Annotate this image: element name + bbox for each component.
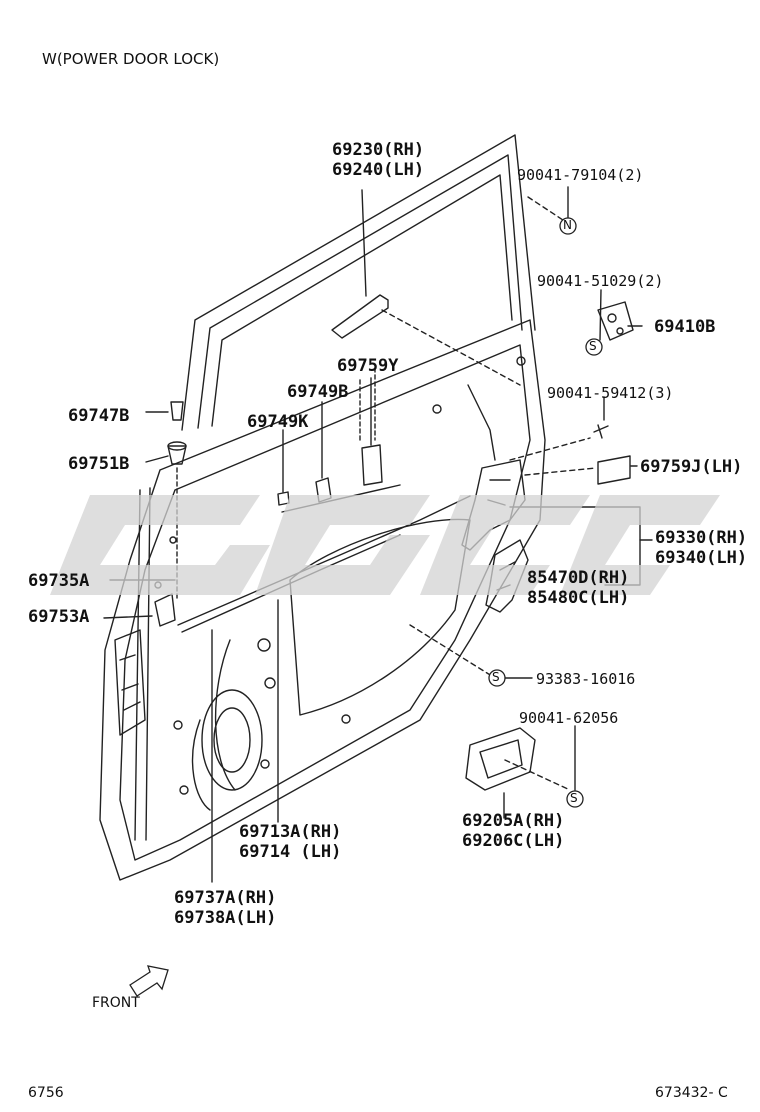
lock-knob [170, 401, 184, 421]
lock-bushing [167, 445, 187, 465]
front-arrow-icon [129, 965, 169, 997]
label-85470D: 85470D(RH) [527, 568, 630, 588]
label-85480C: 85480C(LH) [527, 588, 630, 608]
symbol-n-text: N [563, 218, 572, 232]
label-69759J: 69759J(LH) [640, 457, 743, 477]
symbol-n [559, 217, 577, 235]
label-69751B: 69751B [68, 454, 130, 474]
label-69759Y: 69759Y [337, 356, 399, 376]
label-69206C: 69206C(LH) [462, 831, 565, 851]
lock-guide [154, 593, 176, 627]
symbol-s-text-3: S [570, 791, 578, 805]
label-69749B: 69749B [287, 382, 349, 402]
symbol-marks [488, 217, 603, 808]
window-frame-inner [211, 174, 513, 427]
label-69205A: 69205A(RH) [462, 811, 565, 831]
label-93383-16016: 93383-16016 [536, 670, 636, 688]
striker-plate [597, 301, 634, 341]
label-69230: 69230(RH) [332, 140, 425, 160]
label-69753A: 69753A [28, 607, 90, 627]
label-69713A: 69713A(RH) [239, 822, 342, 842]
diagram-title: W(POWER DOOR LOCK) [42, 50, 220, 68]
label-90041-62056: 90041-62056 [519, 709, 619, 727]
rod-69713A [177, 495, 471, 626]
symbol-s-2 [488, 669, 506, 687]
label-69737A: 69737A(RH) [174, 888, 277, 908]
label-69738A: 69738A(LH) [174, 908, 277, 928]
door-lock-assembly [461, 459, 526, 551]
window-frame-mid [197, 154, 523, 429]
door-inner-panel [119, 344, 531, 861]
outside-handle [331, 294, 389, 339]
inside-handle [465, 727, 536, 791]
door-outer-panel [99, 319, 546, 881]
clip-69749B [315, 477, 332, 503]
label-69340: 69340(LH) [655, 548, 748, 568]
symbol-s-3 [566, 790, 584, 808]
rod-69737A [181, 534, 401, 633]
footer-right-code: 673432- C [655, 1085, 728, 1101]
symbol-s-text-1: S [589, 339, 597, 353]
screw-59412 [593, 424, 609, 439]
pad-69759Y [361, 444, 383, 486]
label-90041-79104: 90041-79104(2) [517, 166, 644, 184]
clip-69749K [277, 491, 290, 506]
label-90041-51029: 90041-51029(2) [537, 272, 664, 290]
label-69410B: 69410B [654, 317, 716, 337]
pad-69759J [597, 455, 631, 485]
window-frame-outer [181, 134, 536, 431]
label-69330: 69330(RH) [655, 528, 748, 548]
label-69735A: 69735A [28, 571, 90, 591]
label-69747B: 69747B [68, 406, 130, 426]
symbol-s-text-2: S [492, 670, 500, 684]
front-label: FRONT [92, 995, 140, 1011]
label-90041-59412: 90041-59412(3) [547, 384, 674, 402]
label-69240: 69240(LH) [332, 160, 425, 180]
symbol-s-1 [585, 338, 603, 356]
label-69749K: 69749K [247, 412, 309, 432]
label-69714: 69714 (LH) [239, 842, 342, 862]
footer-left-code: 6756 [28, 1085, 64, 1101]
